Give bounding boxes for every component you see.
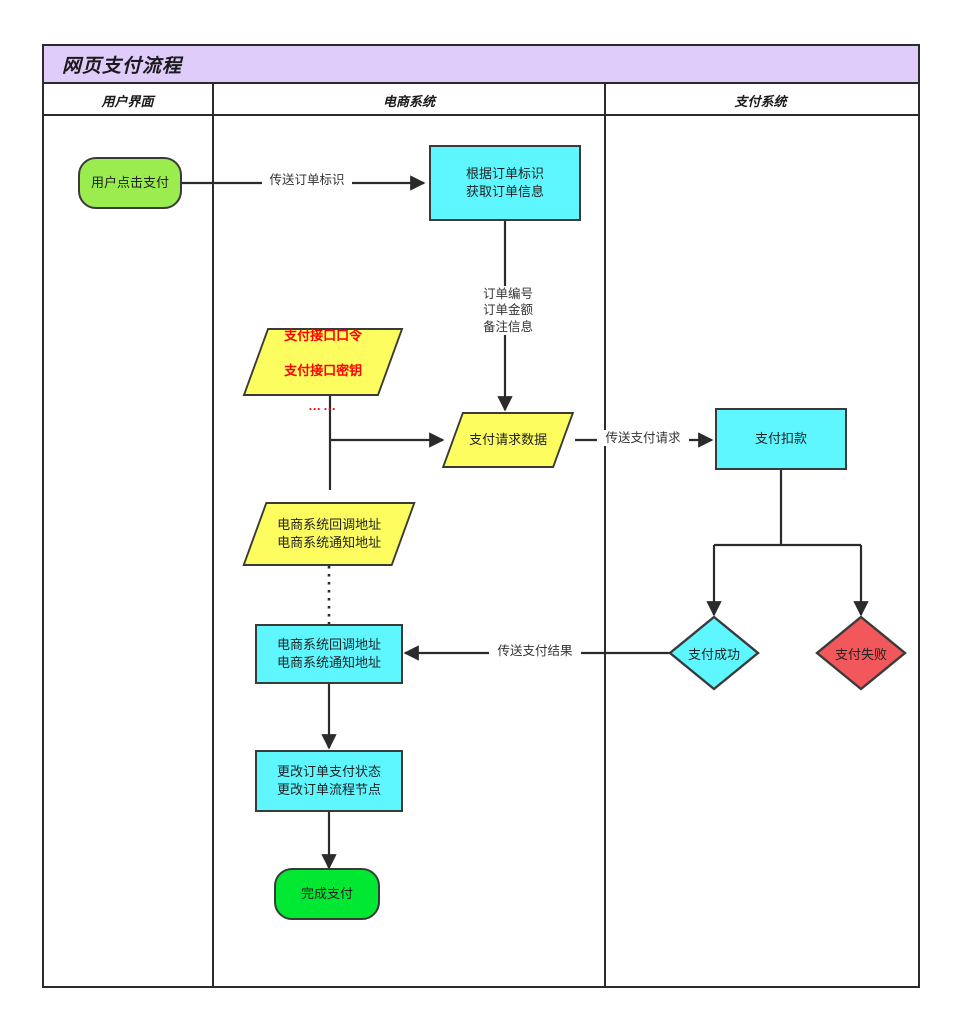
lane-divider-2 [604, 84, 606, 988]
credentials-line-3: …… [307, 398, 338, 414]
pay-success-shape [668, 615, 760, 691]
diagram-title: 网页支付流程 [62, 55, 183, 77]
node-shop-callback-address-data[interactable]: 电商系统回调地址 电商系统通知地址 [242, 502, 416, 566]
credentials-line-1: 支付接口口令 [283, 327, 362, 343]
lane-divider-1 [212, 84, 214, 988]
lane-header-row: 用户界面 电商系统 支付系统 [42, 84, 920, 116]
edge-label-send-pay-request: 传送支付请求 [597, 430, 689, 447]
node-pay-request-data[interactable]: 支付请求数据 [441, 412, 575, 468]
pay-request-data-label: 支付请求数据 [468, 432, 548, 448]
node-finish-payment[interactable]: 完成支付 [274, 868, 380, 920]
node-pay-deduct[interactable]: 支付扣款 [715, 408, 847, 470]
node-update-order-status[interactable]: 更改订单支付状态 更改订单流程节点 [255, 750, 403, 812]
edge-label-send-order-id: 传送订单标识 [262, 172, 352, 189]
node-pay-failure[interactable]: 支付失败 [815, 615, 907, 691]
pay-success-label: 支付成功 [687, 646, 740, 662]
diagram-title-bar: 网页支付流程 [42, 44, 920, 84]
shop-callback-address-label: 电商系统回调地址 电商系统通知地址 [276, 517, 381, 550]
pay-failure-label: 支付失败 [834, 646, 887, 662]
pay-failure-shape [815, 615, 907, 691]
edge-label-order-fields: 订单编号 订单金额 备注信息 [468, 286, 548, 335]
edge-label-send-pay-result: 传送支付结果 [489, 643, 581, 660]
credentials-line-2: 支付接口密钥 [283, 363, 362, 378]
node-pay-api-credentials[interactable]: 支付接口口令 支付接口密钥 …… [242, 327, 404, 413]
lane-header-payment-system: 支付系统 [734, 93, 787, 109]
node-fetch-order-info[interactable]: 根据订单标识 获取订单信息 [429, 145, 581, 221]
lane-header-user-interface: 用户界面 [101, 93, 154, 109]
lane-header-ecommerce-system: 电商系统 [382, 93, 435, 109]
node-user-click-pay[interactable]: 用户点击支付 [78, 157, 182, 209]
node-shop-callback-receiver[interactable]: 电商系统回调地址 电商系统通知地址 [255, 624, 403, 684]
node-pay-success[interactable]: 支付成功 [668, 615, 760, 691]
